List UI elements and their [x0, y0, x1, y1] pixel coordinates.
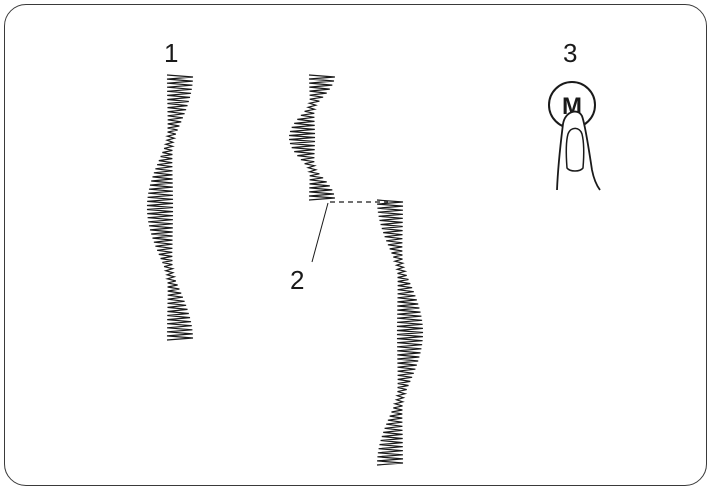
stitch-pattern-2-upper — [289, 74, 335, 201]
leader-line-2 — [311, 202, 329, 263]
label-2: 2 — [290, 265, 305, 295]
stitch-pattern-2-lower — [376, 199, 424, 466]
stitch-pattern-1 — [146, 74, 194, 341]
zigzag-stitch-line — [376, 199, 424, 466]
label-1: 1 — [164, 38, 179, 68]
finger-icon — [556, 110, 601, 191]
zigzag-stitch-line — [146, 74, 194, 341]
diagram-frame — [4, 4, 707, 486]
label-3: 3 — [563, 38, 578, 68]
zigzag-stitch-line — [289, 74, 335, 201]
